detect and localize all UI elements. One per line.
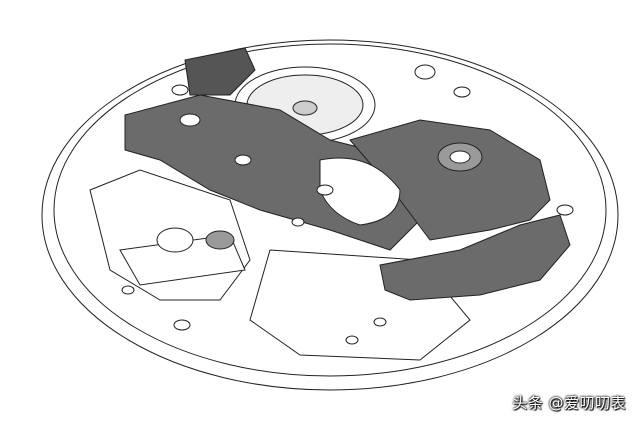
watermark: 头条 @爱叨叨表 [512,394,626,412]
automatic-bridge [379,214,571,301]
calendar-wheel [319,157,401,226]
main-plate-inner [53,43,607,377]
upper-bridge [184,47,256,96]
jewels-and-screws [121,64,574,345]
gray-bridges [124,47,571,301]
